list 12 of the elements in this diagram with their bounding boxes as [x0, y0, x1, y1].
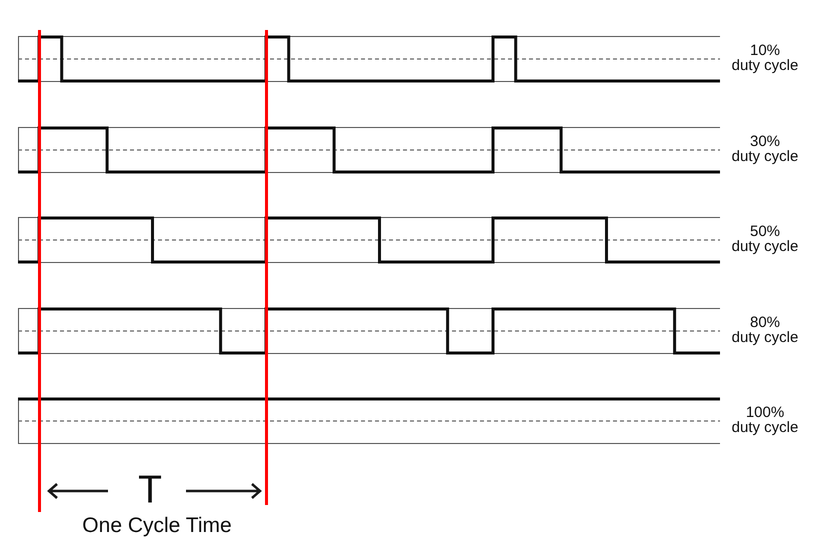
period-caption: One Cycle Time — [82, 514, 232, 538]
duty-cycle-label: duty cycle — [732, 420, 798, 436]
duty-percentage: 100% — [746, 405, 784, 421]
duty-cycle-label: duty cycle — [732, 149, 798, 165]
duty-percentage: 80% — [750, 315, 780, 331]
duty-cycle-label: duty cycle — [732, 239, 798, 255]
duty-percentage: 50% — [750, 224, 780, 240]
duty-percentage: 10% — [750, 43, 780, 59]
period-symbol: T — [138, 470, 162, 512]
duty-percentage: 30% — [750, 134, 780, 150]
duty-cycle-label: duty cycle — [732, 330, 798, 346]
duty-cycle-label: duty cycle — [732, 58, 798, 74]
